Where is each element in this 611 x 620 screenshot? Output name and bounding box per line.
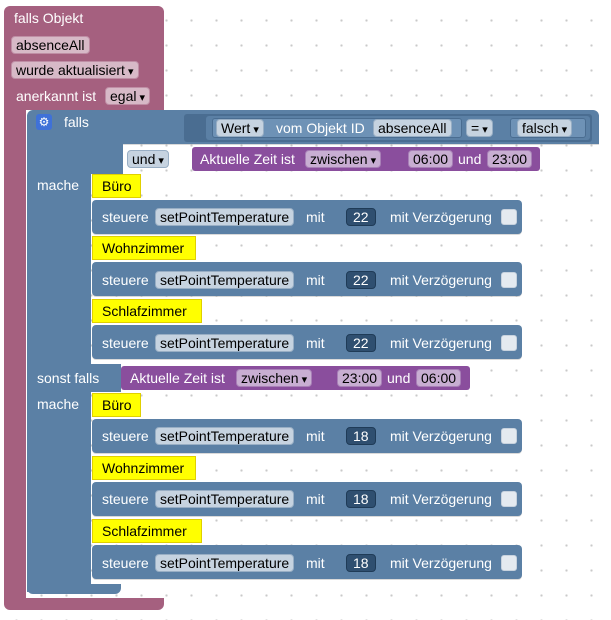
state-field[interactable]: setPointTemperature xyxy=(155,554,295,572)
time2-mode-dropdown[interactable]: zwischen xyxy=(236,369,313,387)
from-object-label: vom Objekt ID xyxy=(276,120,365,136)
ack-dropdown[interactable]: egal xyxy=(105,87,151,105)
delay-label: mit Verzögerung xyxy=(390,272,492,288)
if-block-else-header xyxy=(27,364,121,392)
with-label: mit xyxy=(306,555,325,571)
comment-wohnzimmer-2[interactable]: Wohnzimmer xyxy=(92,456,196,480)
time1-and-label: und xyxy=(458,151,482,167)
state-field[interactable]: setPointTemperature xyxy=(155,427,295,445)
delay-checkbox[interactable] xyxy=(501,491,517,507)
value-kind-dropdown[interactable]: Wert xyxy=(216,119,264,137)
if-block-header-ext xyxy=(27,140,123,174)
value-field[interactable]: 18 xyxy=(346,427,376,445)
value-field[interactable]: 22 xyxy=(346,271,376,289)
control-label: steuere xyxy=(102,209,149,225)
gear-icon[interactable]: ⚙ xyxy=(36,114,52,130)
time2-to-field[interactable]: 06:00 xyxy=(416,369,462,387)
delay-checkbox[interactable] xyxy=(501,428,517,444)
state-field[interactable]: setPointTemperature xyxy=(155,208,295,226)
with-label: mit xyxy=(306,428,325,444)
and-dropdown[interactable]: und xyxy=(127,150,169,168)
time2-from-field[interactable]: 23:00 xyxy=(337,369,383,387)
delay-label: mit Verzögerung xyxy=(390,209,492,225)
compare-object-id[interactable]: absenceAll xyxy=(373,119,452,137)
else-if-label: sonst falls xyxy=(37,370,100,386)
with-label: mit xyxy=(306,209,325,225)
comment-schlafzimmer-1[interactable]: Schlafzimmer xyxy=(92,299,202,323)
with-label: mit xyxy=(306,272,325,288)
event-dropdown[interactable]: wurde aktualisiert xyxy=(11,61,139,79)
time1-to-field[interactable]: 23:00 xyxy=(487,150,533,168)
control-label: steuere xyxy=(102,491,149,507)
trigger-block-spine xyxy=(4,108,26,604)
trigger-block-bottom xyxy=(4,598,164,610)
rhs-dropdown[interactable]: falsch xyxy=(517,119,573,137)
time1-mode-dropdown[interactable]: zwischen xyxy=(305,150,382,168)
value-field[interactable]: 18 xyxy=(346,554,376,572)
delay-label: mit Verzögerung xyxy=(390,555,492,571)
delay-label: mit Verzögerung xyxy=(390,428,492,444)
delay-checkbox[interactable] xyxy=(501,209,517,225)
if-block-bottom xyxy=(27,584,121,594)
delay-checkbox[interactable] xyxy=(501,555,517,571)
ack-label: anerkannt ist xyxy=(16,88,97,104)
control-label: steuere xyxy=(102,335,149,351)
do-label-2: mache xyxy=(37,396,80,412)
object-id-field[interactable]: absenceAll xyxy=(11,36,90,54)
with-label: mit xyxy=(306,491,325,507)
state-field[interactable]: setPointTemperature xyxy=(155,271,295,289)
trigger-title: falls Objekt xyxy=(14,10,84,26)
control-label: steuere xyxy=(102,272,149,288)
time1-from-field[interactable]: 06:00 xyxy=(408,150,454,168)
control-label: steuere xyxy=(102,428,149,444)
delay-label: mit Verzögerung xyxy=(390,335,492,351)
control-label: steuere xyxy=(102,555,149,571)
delay-checkbox[interactable] xyxy=(501,272,517,288)
value-field[interactable]: 22 xyxy=(346,208,376,226)
state-field[interactable]: setPointTemperature xyxy=(155,334,295,352)
value-field[interactable]: 22 xyxy=(346,334,376,352)
state-field[interactable]: setPointTemperature xyxy=(155,490,295,508)
comment-buero-2[interactable]: Büro xyxy=(92,393,141,417)
comment-wohnzimmer-1[interactable]: Wohnzimmer xyxy=(92,236,196,260)
delay-checkbox[interactable] xyxy=(501,335,517,351)
value-field[interactable]: 18 xyxy=(346,490,376,508)
do-label: mache xyxy=(37,177,80,193)
if-label: falls xyxy=(64,114,89,130)
comment-buero-1[interactable]: Büro xyxy=(92,174,141,198)
time1-label: Aktuelle Zeit ist xyxy=(200,151,295,167)
time2-and-label: und xyxy=(387,370,411,386)
comment-schlafzimmer-2[interactable]: Schlafzimmer xyxy=(92,519,202,543)
delay-label: mit Verzögerung xyxy=(390,491,492,507)
with-label: mit xyxy=(306,335,325,351)
operator-dropdown[interactable]: = xyxy=(466,119,493,137)
time2-label: Aktuelle Zeit ist xyxy=(130,370,225,386)
